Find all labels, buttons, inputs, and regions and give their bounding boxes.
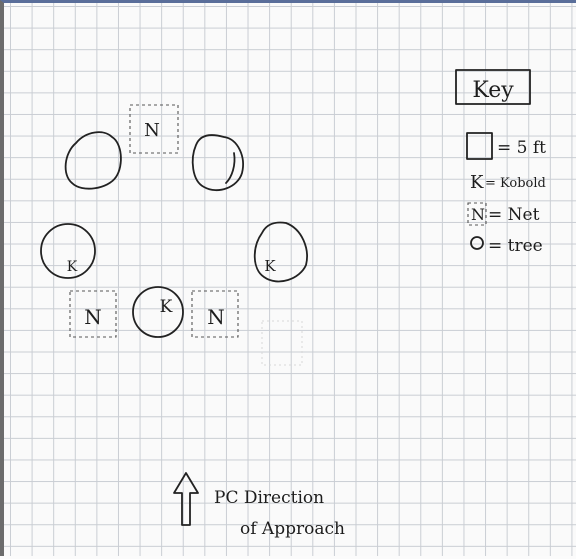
net-bottom-left: N	[69, 290, 117, 338]
key-tree-icon	[470, 236, 484, 250]
key-square-icon	[466, 132, 493, 160]
net-bottom-right: N	[191, 290, 239, 338]
tree-top-right	[191, 134, 244, 192]
kobold-left-label: K	[67, 259, 78, 275]
key-net-icon	[467, 202, 487, 226]
key-kobold-text: = Kobold	[485, 176, 546, 191]
approach-arrow-icon	[173, 472, 199, 526]
kobold-bottom-center-label: K	[160, 297, 173, 317]
caption-line-2: of Approach	[240, 519, 345, 539]
net-top: N	[129, 104, 179, 154]
key-net-letter: N	[471, 205, 485, 224]
tree-top-right-stroke	[225, 152, 236, 184]
net-bottom-right-label: N	[207, 305, 225, 329]
map-drawing: N K K N K N Key = 5 ft K = Kobold N	[40, 69, 546, 539]
key-kobold-letter: K	[470, 172, 484, 193]
key-tree-text: = tree	[488, 236, 543, 256]
tree-top-left	[64, 131, 122, 190]
key-net-text: = Net	[488, 205, 540, 225]
net-bottom-left-label: N	[84, 305, 102, 329]
kobold-right: K	[253, 221, 308, 283]
caption-line-1: PC Direction	[214, 488, 324, 508]
key-square-text: = 5 ft	[497, 138, 546, 158]
net-top-label: N	[144, 120, 160, 141]
kobold-left: K	[40, 223, 96, 279]
erased-net-mark	[261, 320, 303, 366]
key-legend: Key = 5 ft K = Kobold N = Net = tree	[455, 69, 546, 256]
key-title: Key	[472, 78, 514, 103]
kobold-bottom-center: K	[132, 286, 184, 338]
kobold-right-label: K	[264, 257, 276, 275]
